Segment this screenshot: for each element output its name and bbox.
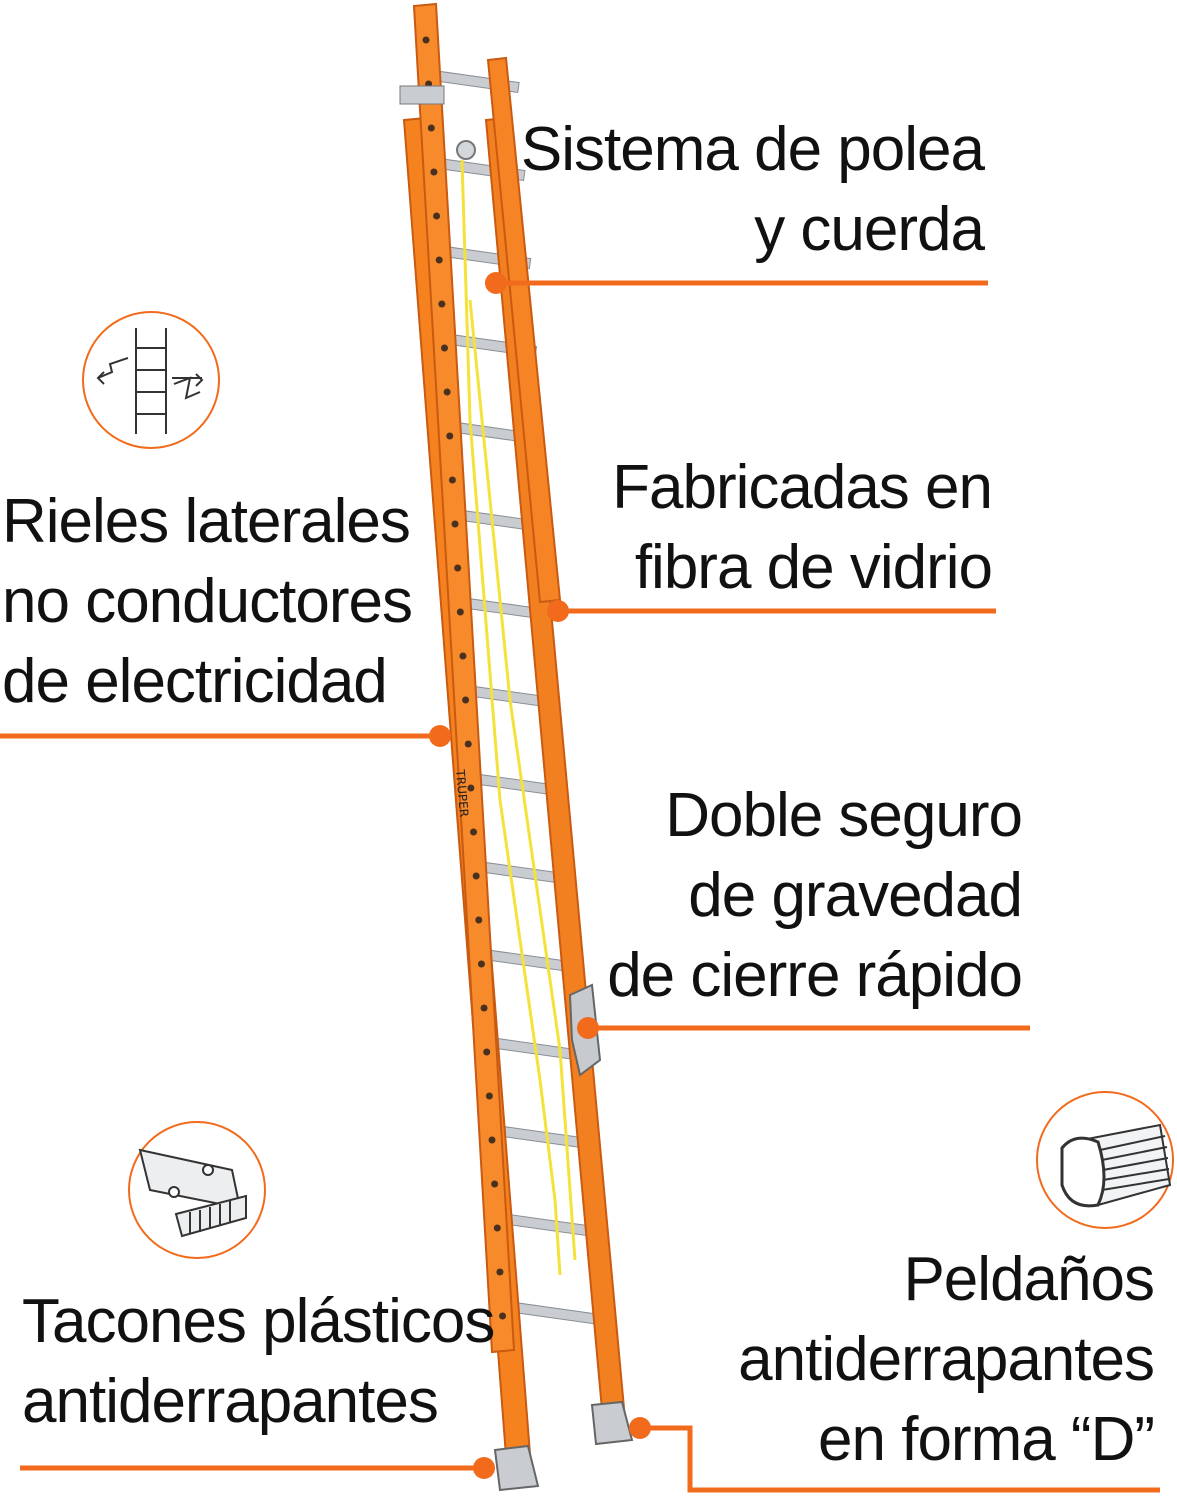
callout-line-rungs	[640, 1425, 1160, 1493]
non-conductive-ladder-icon	[82, 311, 220, 449]
callout-dot-lock	[577, 1017, 599, 1039]
rail-rivet	[448, 476, 456, 484]
rail-rivet	[422, 36, 430, 44]
pulley-rope	[460, 159, 577, 1276]
ladder-rung	[497, 1125, 590, 1149]
ladder-rung	[503, 1213, 596, 1237]
callout-dots	[429, 272, 651, 1479]
rail-rivet	[459, 652, 467, 660]
label-d-rungs: Peldaños antiderrapantes en forma “D”	[738, 1245, 1155, 1474]
rail-rivet	[464, 740, 472, 748]
rail-rivet	[427, 124, 435, 132]
rail-rivet	[472, 872, 480, 880]
rail-rivet	[438, 300, 446, 308]
left-foot-pad	[493, 1444, 540, 1492]
rail-rivet	[430, 168, 438, 176]
rail-rivet	[499, 1312, 507, 1320]
rail-rivet	[467, 784, 475, 792]
rail-rivet	[491, 1180, 499, 1188]
label-fiberglass: Fabricadas en fibra de vidrio	[612, 453, 993, 602]
pulley-wheel	[456, 140, 476, 160]
rail-rivet	[480, 1004, 488, 1012]
ladder-right-rail-fly	[486, 56, 562, 604]
rail-rivet	[443, 388, 451, 396]
label-gravity-lock: Doble seguro de gravedad de cierre rápid…	[607, 781, 1023, 1010]
callout-dot-rails	[429, 725, 451, 747]
pulley-bracket	[399, 85, 445, 105]
rail-rivet	[493, 1224, 501, 1232]
label-plastic-feet: Tacones plásticos antiderrapantes	[22, 1287, 495, 1436]
plastic-foot-icon	[128, 1121, 266, 1259]
rail-rivet	[451, 520, 459, 528]
callout-dot-rungs	[629, 1417, 651, 1439]
rail-rivet	[496, 1268, 504, 1276]
d-rung-icon	[1036, 1091, 1174, 1229]
right-foot-pad	[590, 1400, 634, 1446]
rail-rivet	[440, 344, 448, 352]
rail-rivet	[477, 960, 485, 968]
label-non-conductive-rails: Rieles laterales no conductores de elect…	[2, 487, 413, 716]
ladder-rung	[509, 1301, 602, 1325]
callout-dot-feet	[473, 1457, 495, 1479]
rail-rivet	[433, 212, 441, 220]
callout-lines	[0, 280, 1160, 1493]
ladder-left-rail-fly	[412, 2, 516, 1354]
rail-rivet	[446, 432, 454, 440]
rail-rivet	[454, 564, 462, 572]
callout-dot-fiberglass	[547, 600, 569, 622]
rail-rivet	[435, 256, 443, 264]
rail-rivet	[456, 608, 464, 616]
rail-rivet	[470, 828, 478, 836]
rail-rivet	[483, 1048, 491, 1056]
rail-rivet	[475, 916, 483, 924]
rail-rivet	[462, 696, 470, 704]
label-pulley-system: Sistema de polea y cuerda	[520, 115, 985, 264]
rail-rivets	[422, 36, 507, 1320]
rail-rivet	[488, 1136, 496, 1144]
callout-dot-pulley	[485, 272, 507, 294]
rail-rivet	[485, 1092, 493, 1100]
ladder-brand-text: TRUPER	[453, 768, 471, 818]
